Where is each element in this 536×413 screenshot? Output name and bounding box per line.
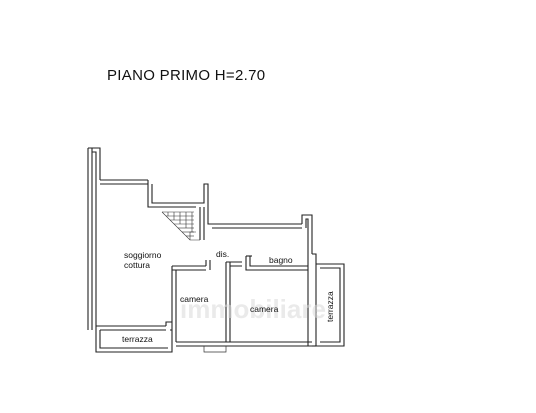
room-label-bagno: bagno [269,255,293,265]
outer-walls [87,147,317,347]
plan-title: PIANO PRIMO H=2.70 [107,67,265,84]
room-label-soggiorno: soggiorno [124,250,162,260]
room-label-camera-small: camera [180,294,209,304]
watermark-logo: immobiliare [180,294,326,324]
room-label-dis: dis. [216,249,229,259]
terrace-bottom [95,330,227,353]
room-label-cottura: cottura [124,260,150,270]
interior-walls [171,255,308,342]
terrace-right [316,263,345,347]
room-label-terrazza-right: terrazza [325,291,335,322]
room-label-camera-large: camera [250,304,279,314]
staircase [161,211,200,241]
room-label-terrazza-bottom: terrazza [122,334,153,344]
